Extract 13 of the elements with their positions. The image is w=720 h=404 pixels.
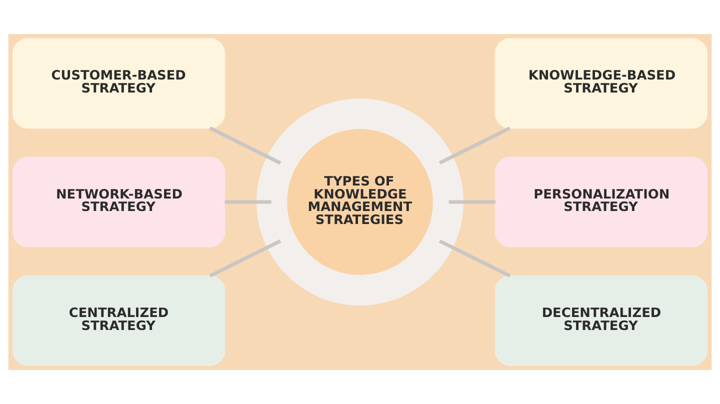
connector	[224, 200, 272, 204]
node-box: KNOWLEDGE-BASED STRATEGY	[494, 38, 708, 129]
node-box: PERSONALIZATION STRATEGY	[494, 156, 708, 248]
node-box: NETWORK-BASED STRATEGY	[12, 156, 226, 248]
connector	[448, 200, 496, 204]
node-box: CENTRALIZED STRATEGY	[12, 275, 226, 366]
connector	[209, 239, 282, 278]
node-circle: TYPES OF KNOWLEDGE MANAGEMENT STRATEGIES	[256, 98, 464, 306]
connector	[209, 126, 282, 165]
connector	[438, 239, 511, 278]
connector	[438, 126, 511, 165]
node-box: CUSTOMER-BASED STRATEGY	[12, 38, 226, 129]
node-box: DECENTRALIZED STRATEGY	[494, 275, 708, 366]
